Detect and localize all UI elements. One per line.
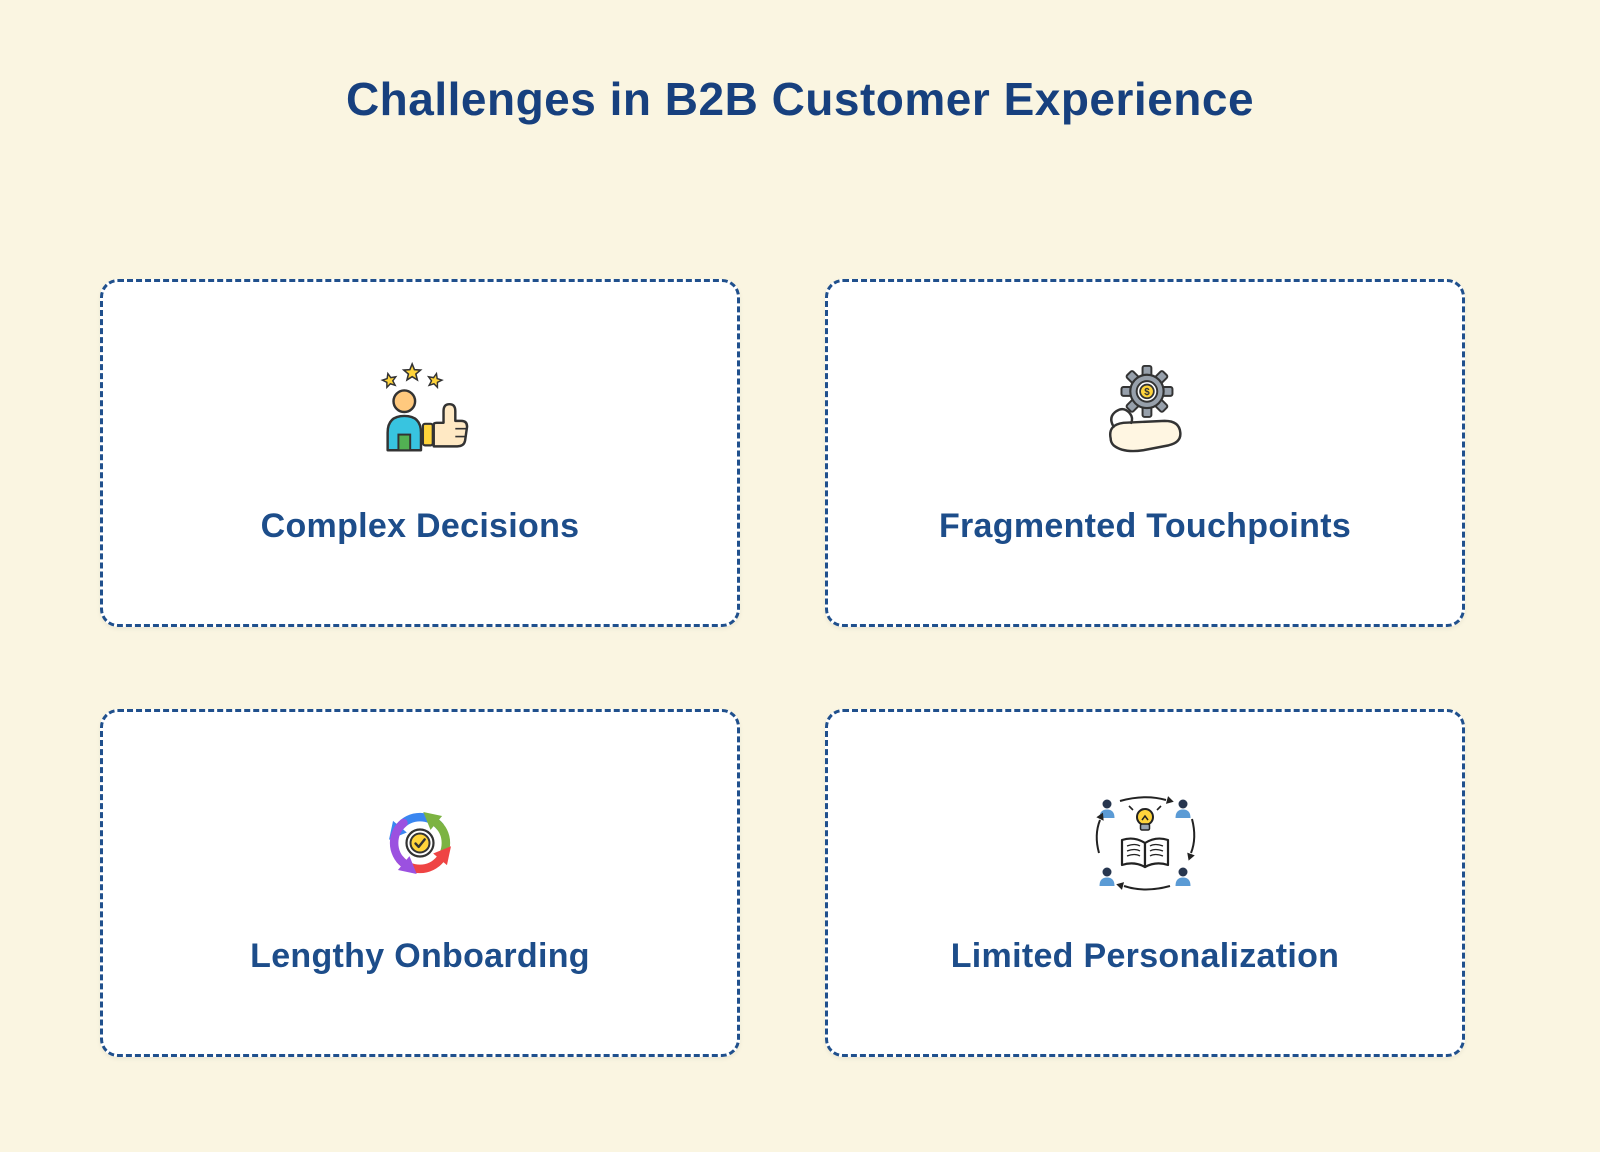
book-lightbulb-people-icon: [1090, 791, 1200, 895]
svg-text:$: $: [1144, 386, 1150, 397]
hand-gear-dollar-icon: $: [1086, 361, 1204, 465]
card-label: Complex Decisions: [260, 506, 580, 545]
card-label: Lengthy Onboarding: [250, 936, 590, 975]
cards-grid: Complex Decisions: [100, 279, 1465, 1057]
card-complex-decisions: Complex Decisions: [100, 279, 740, 627]
card-lengthy-onboarding: Lengthy Onboarding: [100, 709, 740, 1057]
card-fragmented-touchpoints: $ Fragmented Touchpoints: [825, 279, 1465, 627]
card-label: Limited Personalization: [950, 936, 1340, 975]
thumbs-up-stars-icon: [361, 361, 479, 465]
card-limited-personalization: Limited Personalization: [825, 709, 1465, 1057]
card-label: Fragmented Touchpoints: [938, 506, 1352, 545]
page-title: Challenges in B2B Customer Experience: [345, 73, 1255, 125]
cycle-arrows-icon: [370, 791, 470, 895]
